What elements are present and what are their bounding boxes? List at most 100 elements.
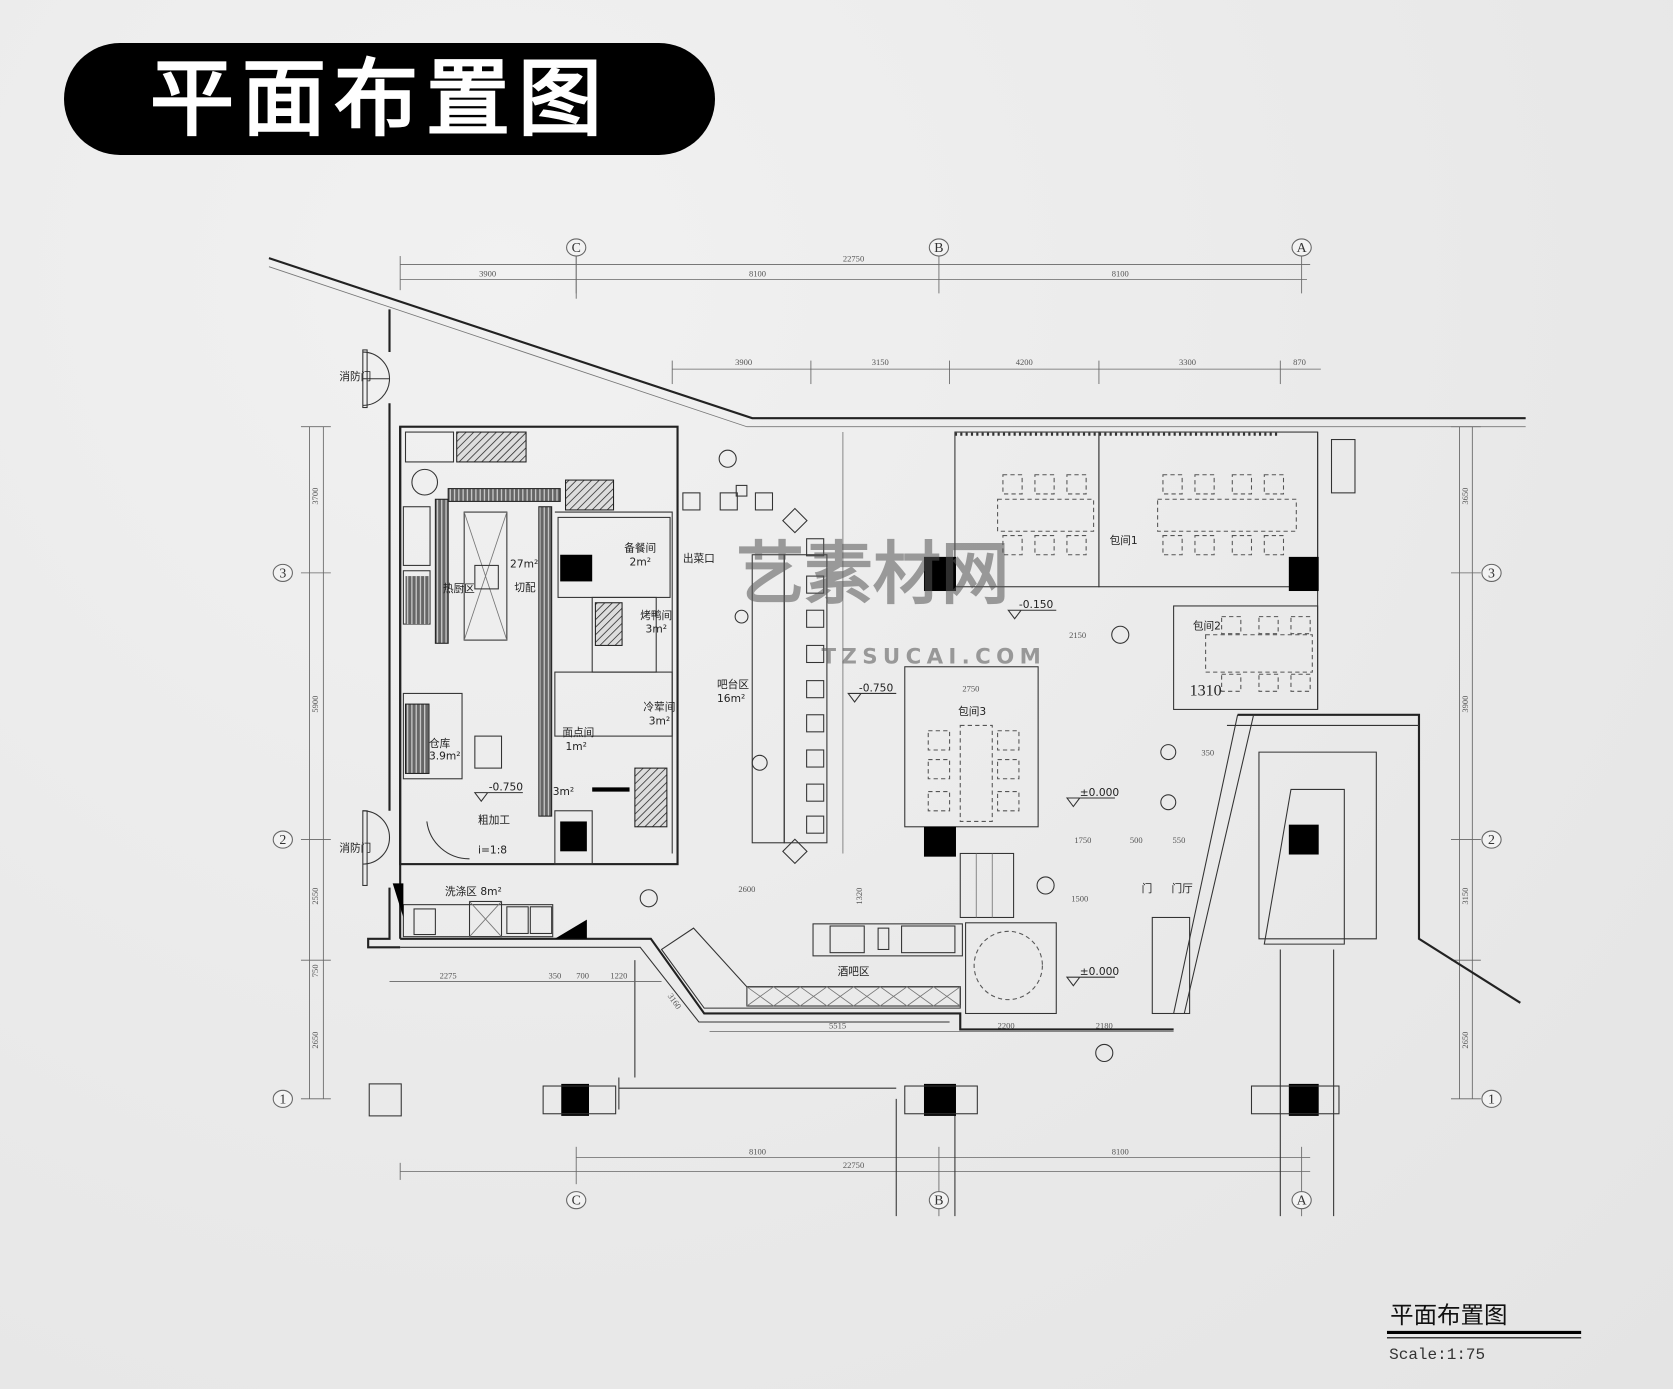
- level-mark: -0.750: [859, 681, 894, 694]
- plan-text: 1750: [1074, 835, 1091, 845]
- plan-mark: [1290, 616, 1311, 635]
- plan-text: 1500: [1071, 893, 1088, 903]
- plan-mark: [1221, 616, 1242, 635]
- plan-mark: [682, 492, 701, 511]
- plan-mark: [904, 1085, 978, 1115]
- label-rough-process: 粗加工: [478, 814, 510, 827]
- plan-text: 艺素材网: [736, 535, 1009, 614]
- label-private-room-2: 包间2: [1193, 619, 1221, 632]
- plan-mark: [782, 838, 808, 865]
- plan-mark: [1007, 609, 1057, 620]
- plan-mark: [783, 554, 828, 844]
- private-room-3: [904, 666, 1039, 828]
- plan-mark: [272, 830, 293, 849]
- structural-columns: [368, 438, 1356, 1117]
- private-room-1: [954, 431, 1319, 588]
- watermark: 艺素材网 TZSUCAI.COM: [736, 535, 1047, 670]
- plan-mark: [1095, 1043, 1114, 1063]
- label-slope: i=1:8: [478, 843, 507, 856]
- label-1310: 1310: [1190, 683, 1222, 700]
- dim-label: 8100: [749, 1146, 766, 1156]
- plan-text: A: [1297, 1193, 1307, 1208]
- dim-total-bottom: 22750: [843, 1160, 864, 1170]
- plan-mark: [367, 309, 401, 949]
- plan-mark: [362, 810, 368, 886]
- plan-mark: [1291, 1191, 1312, 1210]
- plan-mark: [554, 919, 587, 939]
- level-mark: -0.150: [1019, 598, 1054, 611]
- plan-text: 2: [1488, 832, 1495, 847]
- plan-mark: [806, 783, 825, 802]
- label-bar-area: 吧台区: [717, 678, 749, 691]
- plan-mark: [400, 946, 950, 1023]
- plan-mark: [272, 563, 293, 582]
- plan-mark: [923, 826, 956, 857]
- plan-mark: [1291, 238, 1312, 257]
- dimension-lines-side: 3700 5900 2550 750 2650 3650 3900 3150 2…: [300, 426, 1481, 1100]
- dim-label: 3900: [735, 357, 752, 367]
- private-room-2: [1173, 605, 1319, 710]
- plan-mark: [618, 1077, 897, 1110]
- plan-text: 1: [1488, 1091, 1495, 1106]
- title-text: 平面布置图: [150, 50, 611, 148]
- label-kitchen-area: 27m²: [510, 558, 538, 571]
- label-wine-bar: 酒吧区: [838, 965, 870, 978]
- plan-mark: [1111, 625, 1130, 644]
- plan-mark: [806, 538, 825, 557]
- label-fire-door-1: 消防门: [339, 370, 371, 383]
- kitchen: [399, 425, 679, 866]
- label-pass: 出菜口: [683, 552, 715, 565]
- label-small-area: 3m²: [553, 785, 574, 798]
- axis-a-top: A: [1291, 238, 1312, 257]
- dimension-lines-bottom: 8100 8100 22750: [399, 1146, 1311, 1217]
- entrance-ramp: [959, 714, 1377, 1015]
- plan-text: 3: [1488, 565, 1495, 580]
- structural-column: [560, 554, 593, 582]
- dim-label: 2650: [310, 1032, 320, 1049]
- plan-mark: [411, 468, 439, 496]
- plan-mark: [1002, 474, 1285, 556]
- plan-text: C: [572, 240, 581, 255]
- plan-mark: [368, 1083, 402, 1117]
- label-pastry-area: 1m²: [566, 740, 587, 753]
- plan-mark: [554, 810, 593, 865]
- plan-mark: [923, 556, 956, 592]
- plan-mark: [1194, 535, 1215, 556]
- plan-mark: [538, 506, 553, 817]
- plan-mark: [1160, 794, 1177, 811]
- plan-mark: [735, 484, 748, 497]
- plan-text: TZSUCAI.COM: [822, 645, 1047, 670]
- plan-mark: [997, 730, 1020, 751]
- plan-mark: [554, 511, 673, 854]
- plan-mark: [1194, 474, 1215, 495]
- plan-mark: [965, 922, 1057, 1015]
- plan-text: 350: [1201, 747, 1214, 757]
- label-private-room-3: 包间3: [958, 705, 986, 718]
- plan-text: 5515: [829, 1020, 846, 1030]
- plan-text: B: [934, 240, 943, 255]
- plan-mark: [469, 901, 502, 937]
- caption-title: 平面布置图: [1390, 1301, 1507, 1329]
- plan-mark: [268, 266, 1526, 428]
- misc-dimensions: 2150 2750 1750 500 550 350 2600 2275 350…: [389, 630, 1214, 1033]
- plan-mark: [1290, 673, 1311, 692]
- plan-mark: [923, 1083, 956, 1116]
- plan-mark: [404, 703, 430, 774]
- plan-mark: [1002, 535, 1023, 556]
- plan-mark: [1263, 474, 1285, 495]
- plan-mark: [566, 238, 587, 257]
- structural-column: [560, 821, 587, 852]
- plan-mark: [829, 925, 865, 954]
- dim-label: 8100: [749, 268, 766, 278]
- plan-mark: [997, 759, 1020, 780]
- plan-mark: [400, 937, 1174, 1031]
- plan-mark: [561, 1083, 589, 1116]
- plan-mark: [1034, 535, 1055, 556]
- plan-mark: [399, 425, 679, 866]
- room-labels: 包间1 包间2 包间3 1310 27m² 切配 热厨区 备餐间 2m² 烤鸭间…: [339, 370, 1221, 978]
- plan-mark: [806, 680, 825, 699]
- plan-mark: [959, 724, 993, 822]
- label-reception: 门厅: [1171, 882, 1193, 895]
- plan-mark: [1002, 474, 1023, 495]
- dim-label: 3300: [1179, 357, 1196, 367]
